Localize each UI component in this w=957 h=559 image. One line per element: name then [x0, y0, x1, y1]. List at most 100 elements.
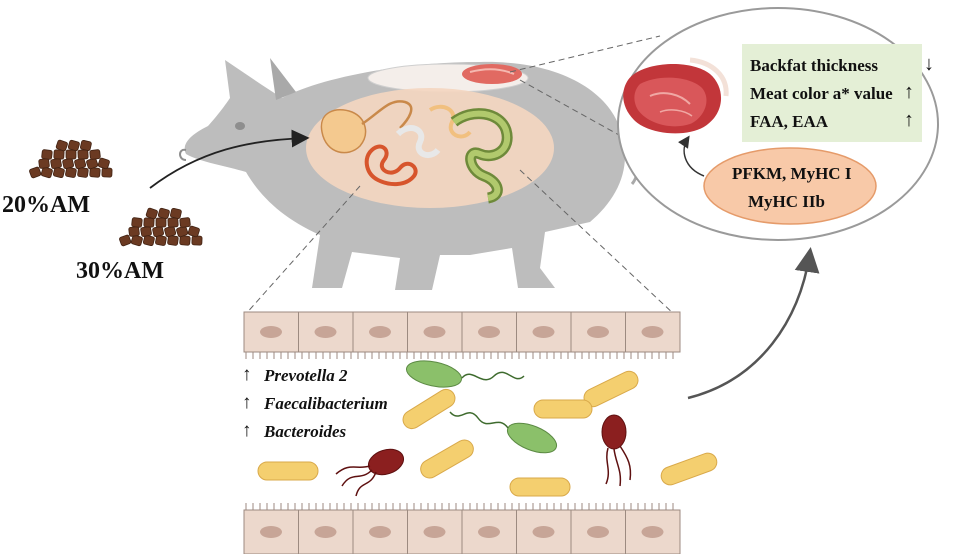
epithelium-top: [243, 311, 681, 353]
microbe-bacteroides: Bacteroides: [264, 422, 347, 441]
cell-nucleus: [369, 526, 391, 538]
feed-pellet: [67, 139, 80, 152]
down-arrow-icon: ↓: [924, 53, 934, 75]
feed-pellet: [53, 149, 65, 160]
feed-pellet: [29, 166, 42, 179]
cell-nucleus: [641, 326, 664, 338]
feed-pellet: [65, 149, 77, 160]
zoom-line-top: [509, 35, 661, 73]
feed-pellet: [119, 234, 132, 247]
meat-steak-icon: [623, 57, 729, 134]
feed-pellet: [179, 235, 191, 246]
feed-pile-30: [119, 207, 203, 247]
feed-pellet: [167, 217, 179, 228]
rod-bacterium: [660, 452, 718, 486]
rod-bacterium: [509, 477, 571, 497]
feed-pellet: [77, 167, 89, 178]
feed-pellet: [130, 234, 143, 247]
bacteria-group: [257, 360, 718, 497]
microbe-prevotella: Prevotella 2: [264, 366, 348, 385]
villi-top: [245, 352, 674, 359]
large-intestine-icon: [450, 108, 513, 204]
feed-pellet: [41, 149, 53, 160]
cell-nucleus: [641, 526, 664, 538]
feed-pellet: [55, 139, 68, 152]
feed-pellet: [77, 149, 89, 160]
feed-pellet: [179, 217, 191, 228]
feed-pellet: [143, 217, 155, 228]
green-bacterium: [506, 422, 558, 454]
rod-bacterium: [257, 461, 319, 481]
feed-pellet: [170, 207, 182, 219]
fiber-types-box: [703, 147, 877, 225]
feed-pile-20: [29, 139, 113, 179]
feed-pellet: [152, 225, 164, 237]
fiber-to-meat-arrow: [678, 135, 705, 177]
feed-pellet: [50, 158, 62, 169]
villi-bottom: [245, 503, 674, 510]
meat-cut-icon: [367, 63, 529, 93]
outcomes-box: [742, 44, 922, 142]
cell-nucleus: [314, 326, 337, 338]
cell-nucleus: [532, 326, 555, 338]
feed-pellet: [80, 139, 92, 151]
rod-bacterium: [402, 388, 456, 430]
feed-pellet: [97, 157, 110, 170]
cell-nucleus: [587, 526, 609, 538]
fiber-types-line2: MyHC IIb: [748, 192, 825, 211]
cell-nucleus: [423, 326, 446, 338]
up-arrow-icon: ↑: [904, 109, 914, 131]
feed-label-30: 30%AM: [76, 258, 164, 284]
cell-nucleus: [423, 526, 446, 538]
feed-pellet: [140, 226, 152, 237]
feed-pellet: [101, 167, 113, 178]
outcome-faa-eaa: FAA, EAA: [750, 112, 829, 131]
small-intestine-icon: [364, 104, 472, 187]
cell-nucleus: [369, 326, 391, 338]
red-bacterium: [601, 414, 627, 450]
outcome-meat-color: Meat color a* value: [750, 84, 893, 103]
feed-pellet: [89, 167, 101, 178]
up-arrow-icon: ↑: [242, 364, 252, 385]
feed-pellet: [131, 217, 143, 228]
feed-label-20: 20%AM: [2, 192, 90, 218]
feed-pellet: [157, 207, 170, 220]
feed-pellet: [52, 166, 65, 179]
feed-pellet: [145, 207, 158, 220]
feed-pellet: [62, 157, 74, 169]
feed-pellet: [89, 149, 101, 160]
feed-pellet: [187, 225, 200, 238]
microbe-faecalibacterium: Faecalibacterium: [264, 394, 388, 413]
cell-nucleus: [260, 326, 282, 338]
fiber-types-line1: PFKM, MyHC I: [732, 164, 852, 183]
cell-nucleus: [260, 526, 282, 538]
cell-nucleus: [587, 326, 609, 338]
cell-nucleus: [532, 526, 555, 538]
cell-nucleus: [314, 526, 337, 538]
outcome-backfat: Backfat thickness: [750, 56, 878, 75]
cell-nucleus: [478, 326, 500, 338]
feed-pellet: [65, 167, 77, 178]
feed-intake-arrow: [149, 129, 310, 189]
red-bacterium: [367, 448, 405, 476]
feed-pellet: [40, 166, 53, 179]
feed-pellet: [155, 235, 167, 246]
rod-bacterium: [420, 439, 474, 479]
feed-pellet: [38, 158, 50, 169]
gut-to-muscle-arrow: [687, 247, 820, 400]
rod-bacterium: [533, 399, 593, 419]
feed-pellet: [155, 217, 167, 228]
up-arrow-icon: ↑: [242, 392, 252, 413]
zoom-line-gut-left: [243, 185, 361, 317]
zoom-line-gut-right: [519, 169, 677, 317]
feed-pellet: [142, 234, 155, 247]
green-bacterium: [405, 360, 463, 388]
cell-nucleus: [478, 526, 500, 538]
feed-pellet: [191, 235, 203, 246]
feed-pellet: [167, 235, 179, 246]
up-arrow-icon: ↑: [242, 420, 252, 441]
feed-pellet: [128, 226, 140, 237]
epithelium-bottom: [243, 509, 681, 555]
